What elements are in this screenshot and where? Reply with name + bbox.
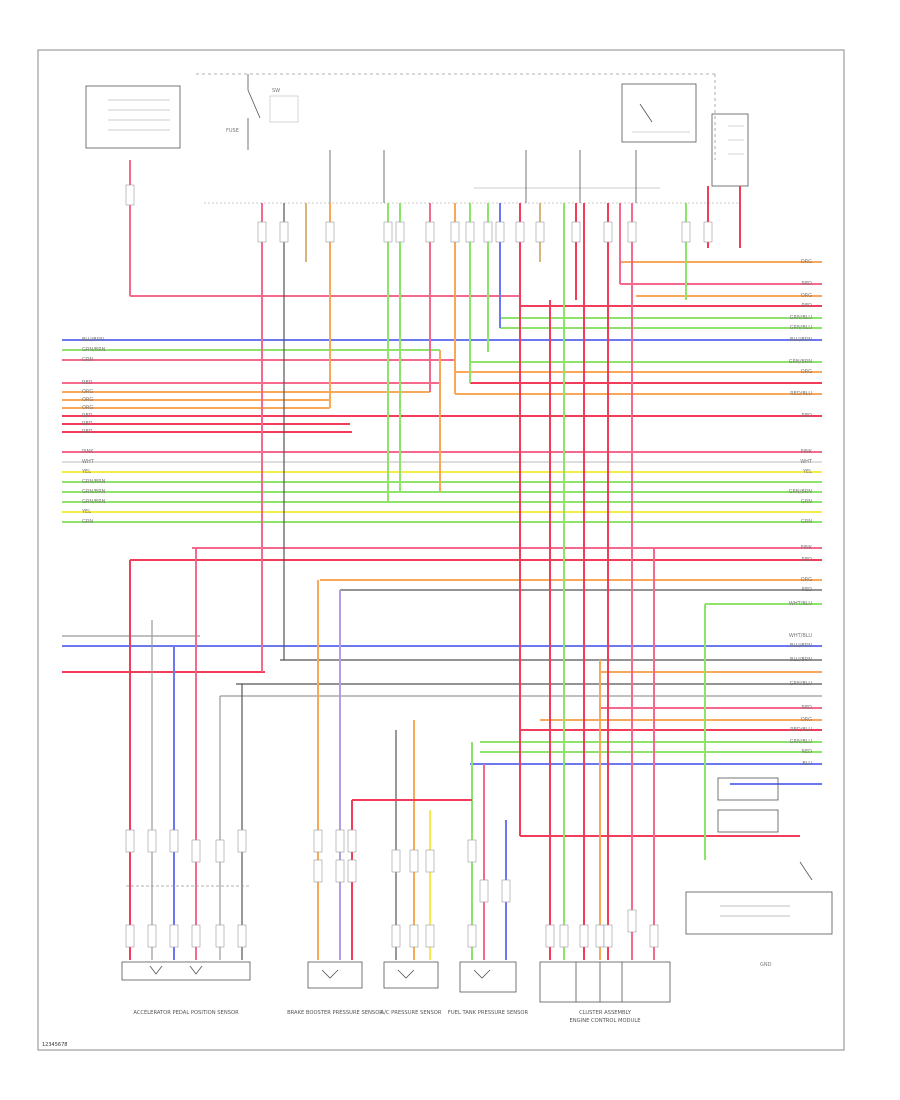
right-label-27: GRN/BLU	[790, 681, 813, 687]
component-box-2	[307, 961, 363, 989]
right-label-13: PINK	[800, 449, 812, 455]
left-label-13: PINK	[82, 449, 94, 455]
right-module-1	[717, 777, 779, 801]
right-label-2: RED	[802, 281, 813, 287]
ground-label: GND	[760, 962, 772, 968]
right-label-30: RED/BLU	[790, 727, 812, 733]
right-label-10: ORG	[801, 369, 812, 375]
right-label-12: RED	[802, 413, 813, 419]
left-label-17: GRN/BRN	[82, 489, 106, 495]
right-module-3	[685, 891, 833, 935]
right-label-9: GRN/BRN	[789, 359, 813, 365]
top-left-module	[85, 85, 181, 149]
top-right-module	[711, 113, 749, 187]
right-label-31: GRN/BLU	[790, 739, 813, 745]
right-label-29: ORG	[801, 717, 812, 723]
left-label-14: WHT	[82, 459, 95, 465]
connector-marks	[125, 184, 713, 948]
left-label-6: ORG	[82, 389, 93, 395]
right-label-24: WHT/BLU	[789, 633, 812, 639]
caption-fuel-tank: FUEL TANK PRESSURE SENSOR	[448, 1010, 529, 1016]
caption-ecm: ENGINE CONTROL MODULE	[569, 1018, 640, 1024]
right-label-15: YEL	[802, 469, 812, 475]
component-box-4	[459, 961, 517, 993]
right-label-33: BLU	[802, 761, 812, 767]
left-label-1: BLU/BRN	[82, 337, 104, 343]
right-label-16: GRN/BRN	[789, 489, 813, 495]
right-label-1: ORG	[801, 259, 812, 265]
right-label-7: BLU/BRN	[790, 337, 812, 343]
right-label-32: RED	[802, 749, 813, 755]
right-label-14: WHT	[800, 459, 813, 465]
left-label-9: RED	[82, 413, 93, 419]
caption-ac-pressure: A/C PRESSURE SENSOR	[381, 1010, 442, 1016]
right-label-5: GRN/BLU	[790, 315, 813, 321]
right-label-20: RED	[802, 557, 813, 563]
fuse-label: FUSE	[226, 128, 239, 134]
left-label-8: ORG	[82, 405, 93, 411]
diagram-border	[37, 49, 845, 1051]
component-captions: ACCELERATOR PEDAL POSITION SENSOR BRAKE …	[133, 1010, 640, 1024]
component-box-5	[539, 961, 671, 1003]
right-label-26: BLU/BRN	[790, 657, 812, 663]
right-label-17: GRN	[801, 499, 812, 505]
harness-wires-horizontal	[62, 261, 822, 837]
right-label-18: GRN	[801, 519, 812, 525]
left-label-20: GRN	[82, 519, 93, 525]
left-label-19: YEL	[81, 509, 91, 515]
right-label-21: ORG	[801, 577, 812, 583]
relay-box	[621, 83, 697, 143]
caption-accelerator-pedal: ACCELERATOR PEDAL POSITION SENSOR	[133, 1010, 239, 1016]
right-label-6: GRN/BLU	[790, 325, 813, 331]
left-label-3: GRN	[82, 357, 93, 363]
component-symbols	[121, 777, 833, 1003]
right-label-22: RED	[802, 587, 813, 593]
switch-label: SW	[272, 88, 280, 94]
right-label-19: PINK	[800, 545, 812, 551]
left-wire-labels: BLU/BRN GRN/BRN GRN RED ORG ORG ORG RED …	[81, 337, 106, 525]
caption-cluster: CLUSTER ASSEMBLY	[579, 1010, 632, 1016]
right-label-28: RED	[802, 705, 813, 711]
left-label-15: YEL	[81, 469, 91, 475]
left-label-11: RED	[82, 429, 93, 435]
left-label-7: ORG	[82, 397, 93, 403]
caption-brake-booster: BRAKE BOOSTER PRESSURE SENSOR	[287, 1010, 383, 1016]
right-module-2	[717, 809, 779, 833]
component-box-3	[383, 961, 439, 989]
right-wire-labels: ORG RED ORG RED GRN/BLU GRN/BLU BLU/BRN …	[789, 259, 813, 767]
right-label-23: WHT/BLU	[789, 601, 812, 607]
left-label-5: RED	[82, 380, 93, 386]
component-box-1	[121, 961, 251, 981]
footer-code: 12345678	[42, 1042, 67, 1048]
right-label-4: RED	[802, 303, 813, 309]
right-label-25: BLU/BRN	[790, 643, 812, 649]
top-connector-area	[85, 73, 749, 204]
left-label-16: GRN/BRN	[82, 479, 106, 485]
right-label-3: ORG	[801, 293, 812, 299]
left-label-10: RED	[82, 421, 93, 427]
left-label-18: GRN/BRN	[82, 499, 106, 505]
right-label-11: RED/BLU	[790, 391, 812, 397]
left-label-2: GRN/BRN	[82, 347, 106, 353]
